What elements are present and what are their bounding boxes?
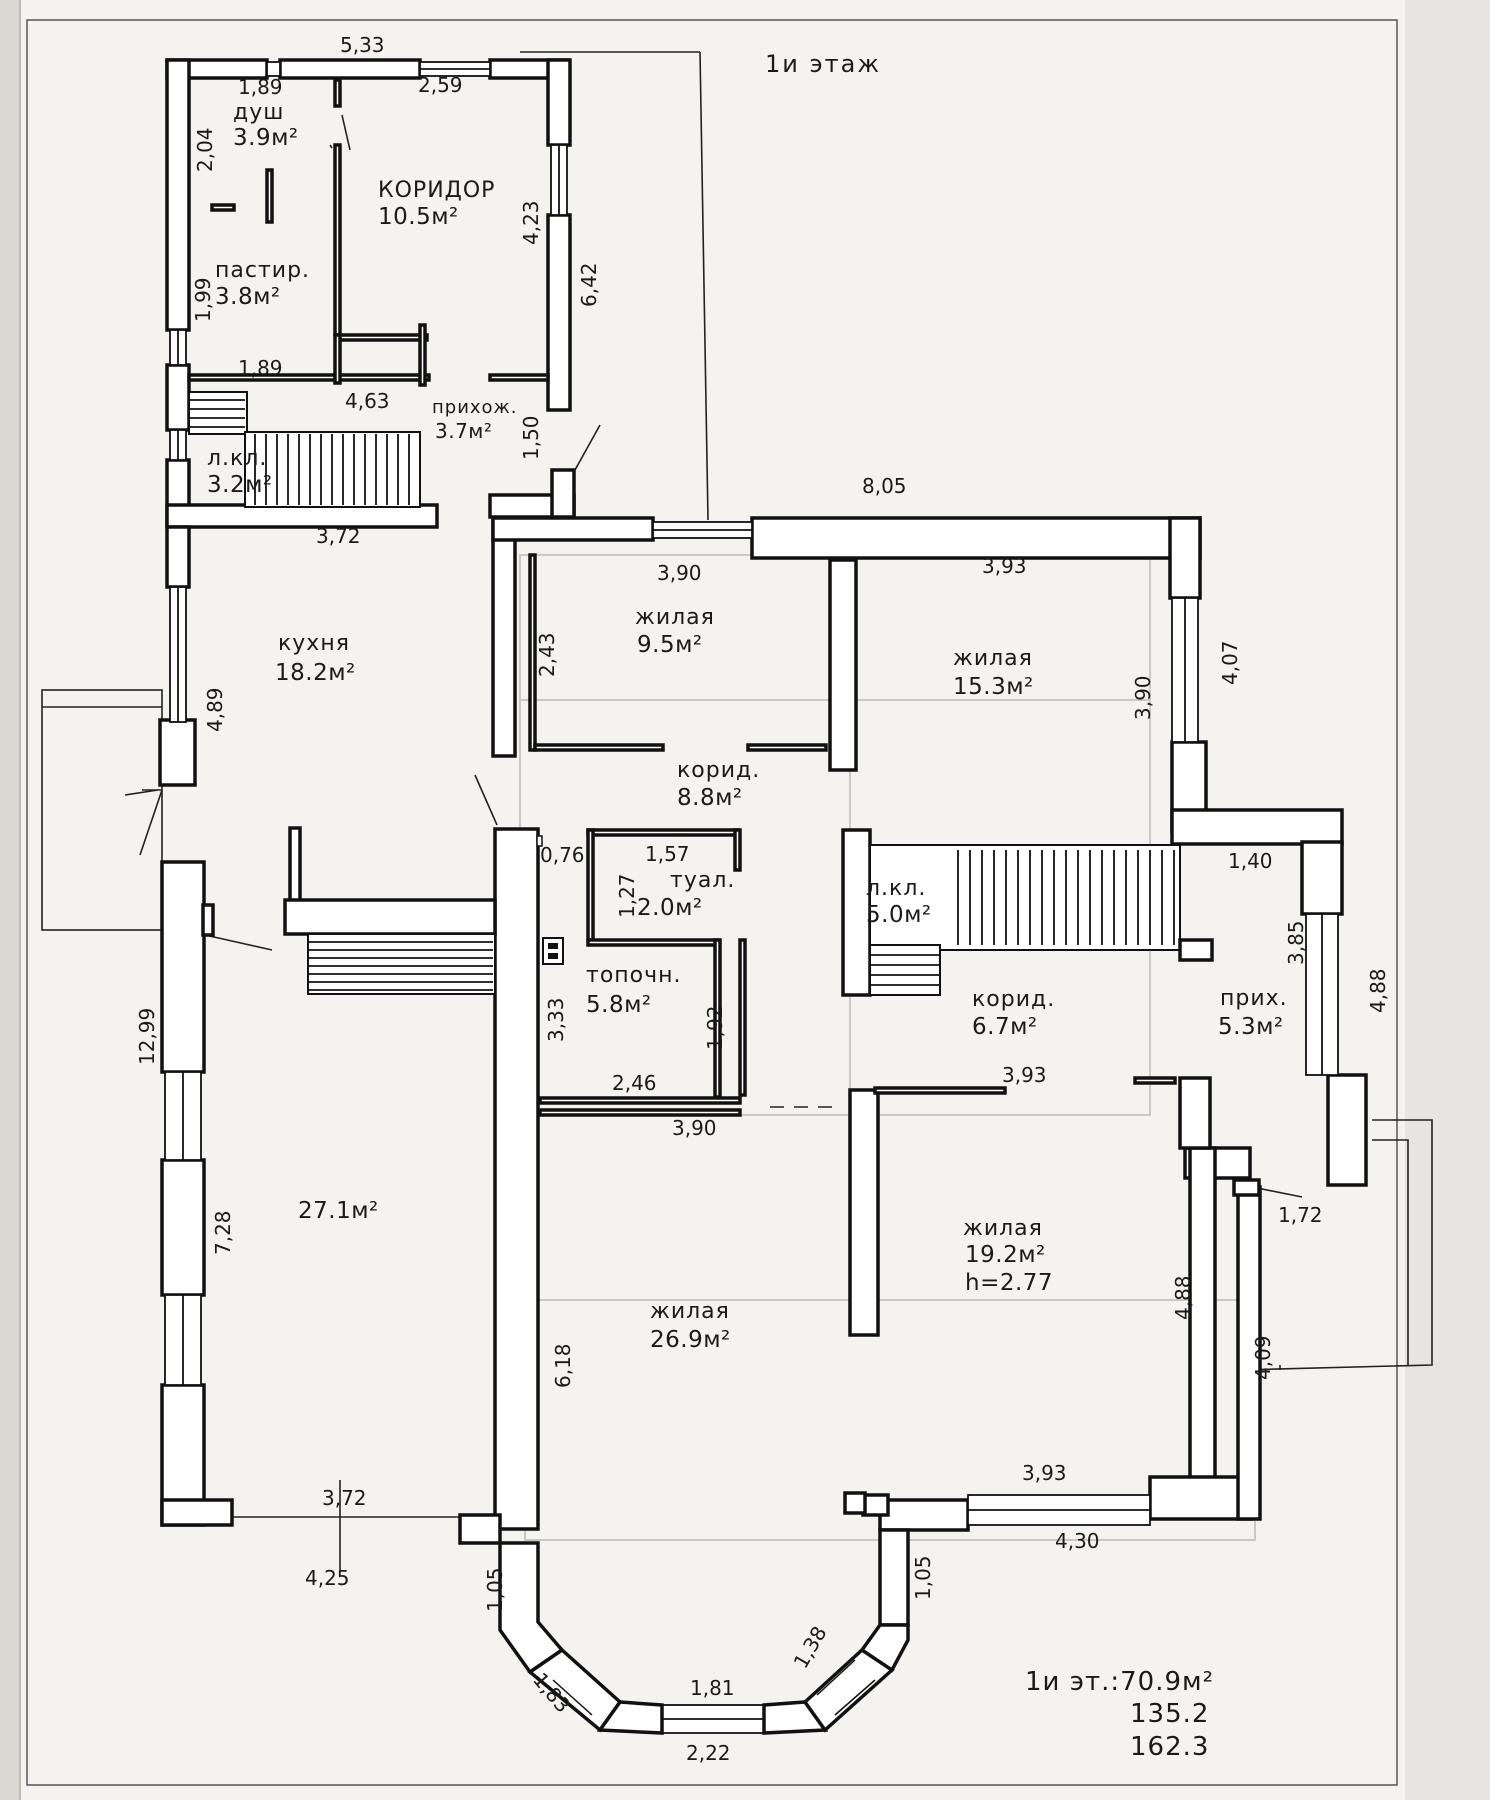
room-zhilaya1-name: жилая [635, 605, 715, 630]
dim-2-59: 2,59 [418, 73, 463, 97]
dim-4-89: 4,89 [203, 687, 227, 732]
windows [164, 61, 1339, 1734]
details [536, 835, 564, 965]
dim-1-89-top: 1,89 [238, 75, 283, 99]
dim-1-57: 1,57 [645, 842, 690, 866]
dim-4-88-bottom: 4,88 [1171, 1275, 1195, 1320]
room-zhilaya3-area: 19.2м² [965, 1242, 1046, 1268]
dim-4-30: 4,30 [1055, 1529, 1100, 1553]
totals-line-2: 135.2 [1130, 1699, 1209, 1729]
thin-lines [41, 51, 1433, 1570]
dim-4-09: 4,09 [1251, 1335, 1275, 1380]
room-koridor-name: КОРИДОР [378, 178, 495, 203]
room-zhilaya3-name: жилая [963, 1216, 1043, 1241]
room-pastir-name: пастир. [215, 258, 310, 283]
dim-1-50: 1,50 [519, 415, 543, 460]
room-kuhnya-name: кухня [278, 631, 350, 656]
dim-3-85: 3,85 [1284, 920, 1308, 965]
room-dush-area: 3.9м² [233, 125, 299, 151]
bay-window [498, 1541, 910, 1735]
room-topochn-name: топочн. [586, 963, 682, 988]
dim-1-05-right: 1,05 [911, 1555, 935, 1600]
room-zhilaya4-area: 26.9м² [650, 1327, 731, 1353]
dim-6-42: 6,42 [577, 262, 601, 307]
room-prih-area: 5.3м² [1218, 1014, 1284, 1040]
room-lkl-top-name: л.кл. [207, 446, 267, 471]
room-dush-name: душ [233, 100, 284, 125]
dim-1-99: 1,99 [191, 277, 215, 322]
room-korid1-area: 8.8м² [677, 785, 743, 811]
dim-7-28: 7,28 [211, 1210, 235, 1255]
dim-0-76: 0,76 [540, 843, 585, 867]
dim-1-81: 1,81 [690, 1676, 735, 1700]
totals-line-3: 162.3 [1130, 1732, 1209, 1762]
room-korid2-area: 6.7м² [972, 1014, 1038, 1040]
dim-8-05: 8,05 [862, 474, 907, 498]
dim-1-40: 1,40 [1228, 849, 1273, 873]
dim-2-43: 2,43 [535, 632, 559, 677]
room-zhilaya3-height: h=2.77 [965, 1270, 1053, 1296]
dim-1-92: 1,92 [703, 1005, 727, 1050]
totals-line-1: 1и эт.:70.9м² [1025, 1667, 1214, 1697]
walls [158, 58, 1368, 1627]
dim-2-46: 2,46 [612, 1071, 657, 1095]
dim-1-27: 1,27 [615, 873, 639, 918]
room-prihozh-area: 3.7м² [435, 419, 492, 443]
dim-3-93-mid: 3,93 [1002, 1063, 1047, 1087]
dim-2-22: 2,22 [686, 1741, 731, 1765]
room-pastir-area: 3.8м² [215, 284, 281, 310]
dim-1-05-left: 1,05 [483, 1567, 507, 1612]
dim-3-90-top: 3,90 [657, 561, 702, 585]
room-topochn-area: 5.8м² [586, 992, 652, 1018]
adjacent-page [1405, 0, 1490, 1800]
room-tual-name: туал. [670, 868, 735, 893]
dim-2-04: 2,04 [193, 127, 217, 172]
dim-3-90-right: 3,90 [1131, 675, 1155, 720]
dim-3-90-mid: 3,90 [672, 1116, 717, 1140]
room-korid1-name: корид. [677, 758, 760, 783]
dim-4-23: 4,23 [519, 200, 543, 245]
room-kuhnya-area: 18.2м² [275, 660, 356, 686]
room-tual-area: 2.0м² [637, 895, 703, 921]
drawing-frame [26, 19, 1398, 1786]
dim-1-72: 1,72 [1278, 1203, 1323, 1227]
dim-3-33: 3,33 [544, 997, 568, 1042]
room-zhilaya1-area: 9.5м² [637, 632, 703, 658]
room-zhilaya2-area: 15.3м² [953, 674, 1034, 700]
room-korid2-name: корид. [972, 987, 1055, 1012]
room-zhilaya4-name: жилая [650, 1299, 730, 1324]
dim-1-89: 1,89 [238, 356, 283, 380]
floor-title: 1и этаж [765, 50, 881, 78]
dim-3-72-top: 3,72 [316, 524, 361, 548]
room-lkl-top-area: 3.2м² [207, 472, 273, 498]
dim-5-33: 5,33 [340, 33, 385, 57]
room-prih-name: прих. [1220, 986, 1288, 1011]
room-prihozh-name: прихож. [432, 397, 518, 418]
room-zhilaya2-name: жилая [953, 646, 1033, 671]
dim-3-93-top: 3,93 [982, 554, 1027, 578]
dim-4-88-right: 4,88 [1366, 968, 1390, 1013]
dim-4-07: 4,07 [1218, 640, 1242, 685]
dim-3-93-bottom: 3,93 [1022, 1461, 1067, 1485]
dim-6-18: 6,18 [551, 1343, 575, 1388]
room-lkl-mid-name: л.кл. [866, 876, 926, 901]
room-lkl-mid-area: 5.0м² [866, 902, 932, 928]
room-koridor-area: 10.5м² [378, 204, 459, 230]
dim-4-25: 4,25 [305, 1566, 350, 1590]
dim-3-72-bottom: 3,72 [322, 1486, 367, 1510]
stair-treads [189, 399, 1175, 991]
room-big-left-area: 27.1м² [298, 1198, 379, 1224]
bay-window-glazing [552, 1659, 876, 1716]
dim-4-63: 4,63 [345, 389, 390, 413]
dim-12-99: 12,99 [135, 1008, 159, 1065]
